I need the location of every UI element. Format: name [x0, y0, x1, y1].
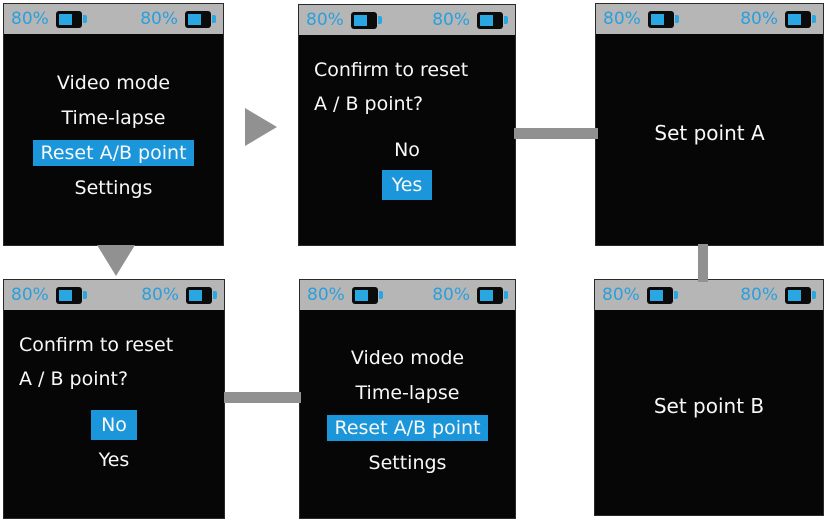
confirm-prompt-line2: A / B point? [314, 93, 424, 115]
option-label-selected: No [91, 410, 137, 440]
menu-item-label: Video mode [350, 346, 465, 369]
arrow-down-icon [97, 245, 135, 276]
battery-percent: 80% [740, 284, 778, 305]
battery-status-right: 80% [740, 8, 816, 29]
menu-item-label: Time-lapse [61, 107, 166, 129]
battery-icon [55, 10, 87, 28]
battery-icon [477, 286, 508, 304]
battery-icon [185, 10, 216, 28]
menu-item-label-selected: Reset A/B point [327, 414, 488, 441]
battery-status-left: 80% [306, 9, 382, 30]
option-no[interactable]: No [394, 135, 420, 165]
menu-item-label: Video mode [56, 72, 171, 94]
status-bar: 80% 80% [4, 4, 223, 34]
battery-icon [785, 10, 816, 28]
menu-item-label: Settings [368, 451, 447, 474]
set-point-screen: Set point A [596, 34, 823, 245]
battery-icon [785, 286, 816, 304]
screen-confirm-reset-yes: 80% 80% Confirm to reset A / B point? No… [299, 5, 515, 245]
battery-percent: 80% [602, 284, 640, 305]
battery-status-left: 80% [11, 8, 87, 29]
confirm-options: No Yes [4, 410, 224, 475]
option-label-selected: Yes [381, 170, 433, 200]
battery-status-right: 80% [141, 284, 217, 305]
battery-percent: 80% [307, 284, 345, 305]
option-no[interactable]: No [91, 410, 137, 440]
menu-item-label-selected: Reset A/B point [33, 140, 194, 166]
battery-percent: 80% [306, 9, 344, 30]
option-yes[interactable]: Yes [381, 170, 433, 200]
battery-icon [477, 11, 508, 29]
menu-item-time-lapse[interactable]: Time-lapse [356, 380, 460, 406]
battery-icon [351, 286, 383, 304]
screen-main-menu: 80% 80% Video mode Time-lapse Reset A/B … [4, 4, 223, 245]
confirm-options: No Yes [299, 135, 515, 200]
screen-confirm-reset-no: 80% 80% Confirm to reset A / B point? No… [4, 280, 224, 518]
battery-percent: 80% [432, 9, 470, 30]
battery-status-left: 80% [11, 284, 87, 305]
arrow-right-icon [245, 108, 277, 146]
confirm-dialog: Confirm to reset A / B point? No Yes [4, 310, 224, 518]
battery-percent: 80% [11, 8, 49, 29]
screen-main-menu-repeat: 80% 80% Video mode Time-lapse Reset A/B … [300, 280, 515, 518]
battery-status-right: 80% [740, 284, 816, 305]
battery-percent: 80% [11, 284, 49, 305]
screen-set-point-b: 80% 80% Set point B [595, 280, 823, 515]
battery-icon [646, 286, 678, 304]
screen-set-point-a: 80% 80% Set point A [596, 4, 823, 245]
confirm-prompt-line1: Confirm to reset [314, 59, 469, 81]
menu-list: Video mode Time-lapse Reset A/B point Se… [4, 34, 223, 245]
menu-item-time-lapse[interactable]: Time-lapse [62, 105, 166, 131]
connector-line-screen3-screen6 [698, 244, 708, 282]
confirm-dialog: Confirm to reset A / B point? No Yes [299, 35, 515, 245]
battery-percent: 80% [432, 284, 470, 305]
battery-status-left: 80% [602, 284, 678, 305]
battery-status-right: 80% [432, 9, 508, 30]
confirm-prompt: Confirm to reset A / B point? [4, 328, 224, 396]
connector-line-screen4-screen5 [224, 392, 301, 403]
status-bar: 80% 80% [4, 280, 224, 310]
battery-status-left: 80% [307, 284, 383, 305]
menu-item-settings[interactable]: Settings [75, 175, 153, 201]
set-point-label: Set point A [654, 120, 765, 145]
confirm-prompt-line2: A / B point? [19, 368, 129, 390]
status-bar: 80% 80% [299, 5, 515, 35]
menu-list: Video mode Time-lapse Reset A/B point Se… [300, 310, 515, 518]
battery-percent: 80% [603, 8, 641, 29]
menu-item-video-mode[interactable]: Video mode [57, 70, 170, 96]
menu-item-settings[interactable]: Settings [369, 450, 447, 476]
battery-status-right: 80% [140, 8, 216, 29]
set-point-screen: Set point B [595, 310, 823, 515]
battery-status-right: 80% [432, 284, 508, 305]
status-bar: 80% 80% [300, 280, 515, 310]
battery-status-left: 80% [603, 8, 679, 29]
menu-item-reset-ab-point[interactable]: Reset A/B point [33, 140, 194, 166]
set-point-label: Set point B [653, 393, 765, 418]
confirm-prompt: Confirm to reset A / B point? [299, 53, 515, 121]
status-bar: 80% 80% [596, 4, 823, 34]
battery-icon [647, 10, 679, 28]
menu-item-video-mode[interactable]: Video mode [351, 345, 464, 371]
confirm-prompt-line1: Confirm to reset [19, 334, 174, 356]
option-label: No [394, 139, 420, 161]
option-yes[interactable]: Yes [99, 445, 130, 475]
battery-icon [186, 286, 217, 304]
menu-item-label: Settings [74, 177, 153, 199]
status-bar: 80% 80% [595, 280, 823, 310]
battery-icon [350, 11, 382, 29]
battery-icon [55, 286, 87, 304]
battery-percent: 80% [740, 8, 778, 29]
connector-line-screen2-screen3 [514, 128, 598, 139]
option-label: Yes [98, 449, 130, 471]
battery-percent: 80% [140, 8, 178, 29]
battery-percent: 80% [141, 284, 179, 305]
menu-item-reset-ab-point[interactable]: Reset A/B point [327, 414, 488, 441]
menu-item-label: Time-lapse [355, 381, 460, 404]
